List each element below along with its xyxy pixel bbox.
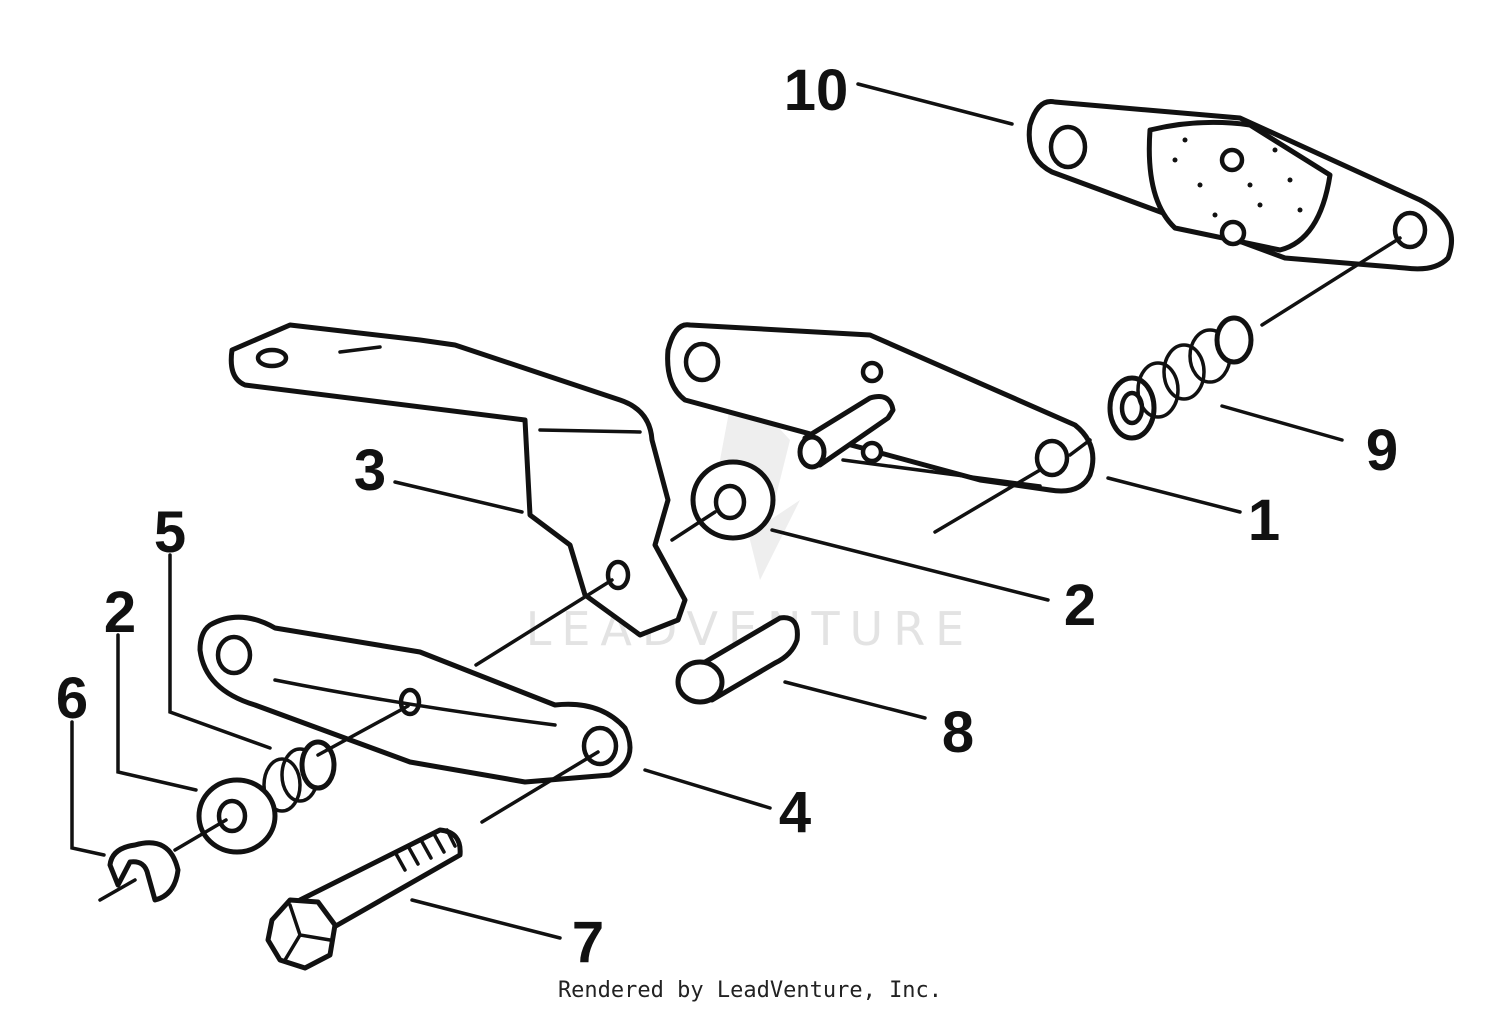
part-6-e-clip [107,840,181,903]
callout-4: 4 [779,780,811,845]
callout-10: 10 [784,58,849,123]
part-4-lower-lever [197,614,633,785]
part-9-spring [1107,315,1254,441]
callout-2-upper: 2 [1064,573,1096,638]
leader-lines [70,82,1344,940]
callout-9: 9 [1366,418,1398,483]
callout-5: 5 [154,500,186,565]
callout-6: 6 [56,666,88,731]
callout-7: 7 [572,910,604,975]
part-5-spring [262,739,337,813]
part-7-bolt [265,827,463,971]
centre-lines [98,236,1402,902]
callout-3: 3 [354,438,386,503]
part-8-sleeve [675,615,800,705]
part-10-pad-lever [1026,99,1454,272]
callout-1: 1 [1248,488,1280,553]
part-1-lever-plate [665,322,1096,494]
part-2-washer-lower [196,777,278,855]
part-2-washer-upper [690,459,776,541]
callout-2-lower: 2 [104,580,136,645]
part-3-bracket [228,322,688,638]
callout-8: 8 [942,700,974,765]
callouts: 10 9 1 2 3 5 2 6 8 4 7 [56,58,1398,975]
render-credit: Rendered by LeadVenture, Inc. [557,978,943,1003]
